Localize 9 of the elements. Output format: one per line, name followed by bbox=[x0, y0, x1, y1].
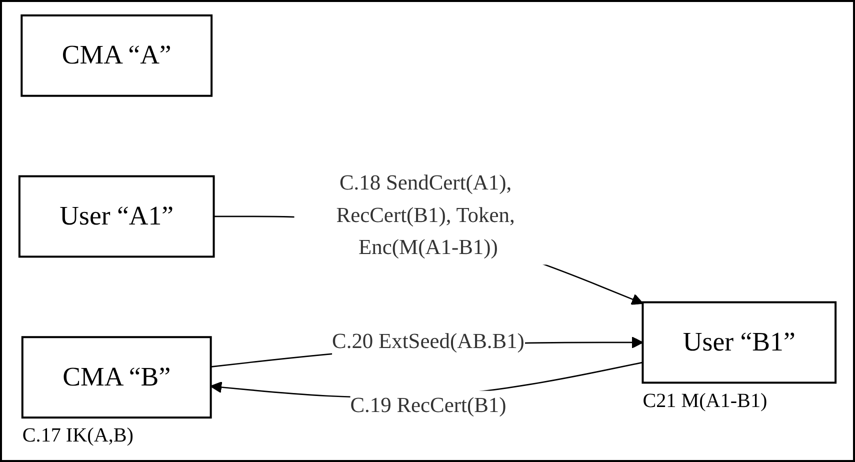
edge-label: C.18 SendCert(A1), RecCert(B1), Token, Enc(M(A1-B1)) bbox=[336, 172, 515, 260]
edge-label: C.19 RecCert(B1) bbox=[350, 394, 506, 418]
node-box: CMA “B” bbox=[21, 336, 212, 419]
node-box: CMA “A” bbox=[20, 14, 213, 97]
node-annotation: C.17 IK(A,B) bbox=[22, 424, 134, 447]
node-annotation: C21 M(A1-B1) bbox=[642, 390, 768, 412]
node-box: User “A1” bbox=[18, 175, 215, 258]
edge-label: C.20 ExtSeed(AB.B1) bbox=[332, 330, 524, 354]
node-box: User “B1” bbox=[642, 301, 837, 384]
